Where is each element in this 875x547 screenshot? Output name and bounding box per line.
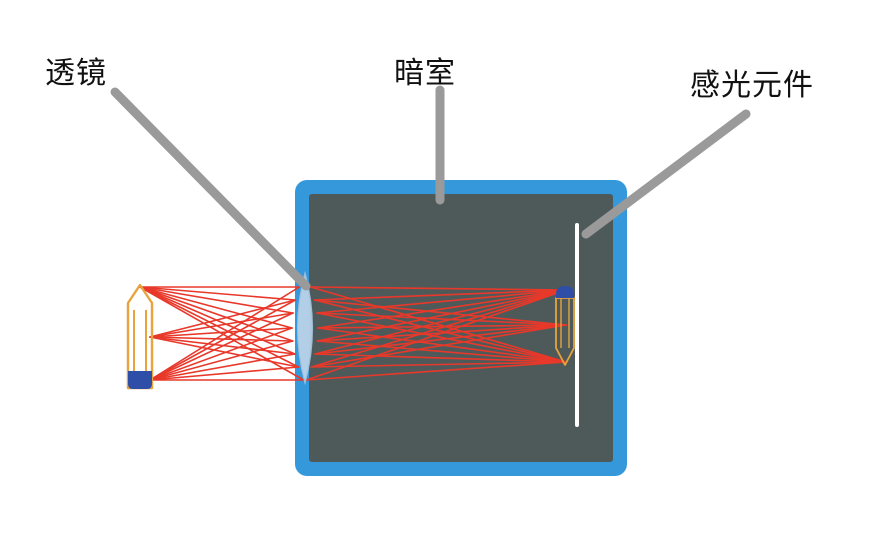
rays-from-middle-incident	[149, 299, 297, 338]
light-rays	[139, 286, 567, 381]
rays-from-base-refracted	[313, 289, 567, 301]
rays-from-middle-incident	[149, 336, 294, 342]
label-dark-chamber: 暗室	[394, 56, 456, 91]
rays-from-middle-incident	[149, 312, 294, 338]
rays-from-tip-incident	[139, 286, 293, 329]
object-pencil	[126, 283, 154, 390]
rays-from-base-refracted	[305, 289, 567, 381]
label-lens: 透镜	[45, 56, 107, 91]
rays-from-middle-refracted	[317, 324, 567, 329]
rays-from-middle-refracted	[310, 324, 567, 368]
rays-from-base-incident	[149, 353, 296, 381]
convex-lens	[296, 270, 314, 386]
rays-from-tip-refracted	[305, 361, 567, 381]
label-photosensor: 感光元件	[690, 68, 814, 103]
rays-from-tip-incident	[139, 286, 305, 381]
rays-from-tip-incident	[139, 286, 300, 368]
lens-leader	[110, 87, 311, 291]
lens-shape	[296, 270, 314, 386]
rays-from-tip-incident	[139, 286, 294, 342]
sensor-leader	[581, 109, 751, 239]
rays-from-tip-incident	[139, 286, 294, 314]
image-pencil-inverted	[555, 286, 575, 366]
leader-lines	[110, 85, 751, 291]
rays-from-middle-refracted	[313, 299, 567, 326]
rays-from-base-refracted	[316, 289, 567, 314]
rays-from-base-refracted	[314, 289, 567, 355]
rays-from-base-incident	[149, 286, 301, 381]
rays-from-base-refracted	[317, 289, 567, 329]
image-pencil-blue-end	[556, 286, 574, 298]
rays-from-middle-incident	[149, 327, 293, 338]
rays-from-tip-refracted	[314, 353, 567, 363]
rays-from-base-incident	[149, 312, 294, 381]
rays-from-tip-refracted	[309, 286, 567, 363]
rays-from-middle-refracted	[316, 312, 567, 326]
rays-from-base-incident	[149, 327, 293, 381]
rays-from-base-incident	[149, 366, 300, 381]
rays-from-tip-incident	[139, 286, 297, 301]
rays-from-middle-refracted	[314, 324, 567, 355]
rays-from-tip-refracted	[310, 361, 567, 368]
rays-from-tip-refracted	[313, 299, 567, 363]
rays-from-base-refracted	[316, 289, 567, 342]
rays-from-base-refracted	[310, 289, 567, 368]
rays-from-tip-refracted	[316, 340, 567, 363]
rays-from-base-incident	[149, 299, 297, 381]
chamber-interior	[309, 194, 613, 462]
rays-from-base-refracted	[309, 286, 567, 291]
rays-from-base-incident	[149, 340, 294, 381]
object-pencil-blue-end	[128, 371, 152, 389]
dark-chamber	[295, 180, 627, 476]
